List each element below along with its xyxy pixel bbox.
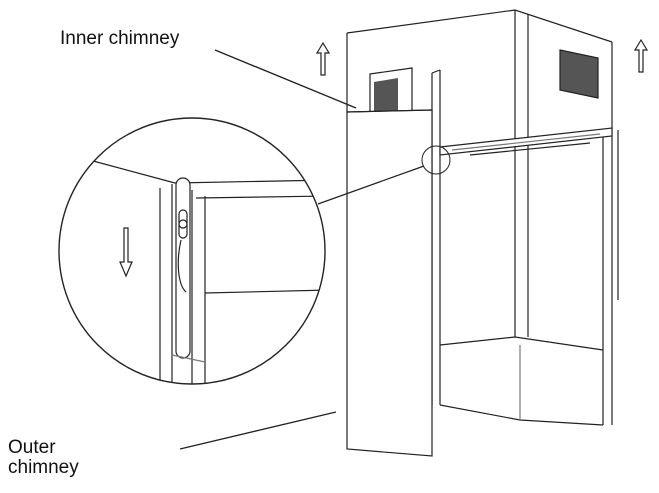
inner-chimney-top-edge [346,9,613,43]
outer-chimney-panel [346,109,433,457]
outer-chimney-label-line1: Outer [8,437,56,458]
inner-chimney-leader [214,49,357,109]
up-arrow-icon [633,38,649,73]
detail-magnifier [58,117,326,385]
detail-locator-circle [421,145,451,175]
outer-chimney-leader [179,411,337,450]
inner-chimney-label: Inner chimney [60,28,180,49]
vent-right [559,49,599,99]
vent-left-fill [374,78,398,116]
up-arrow-icon [315,41,331,76]
magnifier-leader-line [317,165,425,205]
outer-chimney-label-line2: chimney [8,457,79,478]
cross-bracket [439,127,613,156]
outer-chimney-front [346,109,433,457]
outer-chimney-right [439,128,619,426]
outer-chimney-floor [439,336,604,351]
outer-chimney-bottom [439,404,604,426]
down-arrow-icon [119,227,133,278]
